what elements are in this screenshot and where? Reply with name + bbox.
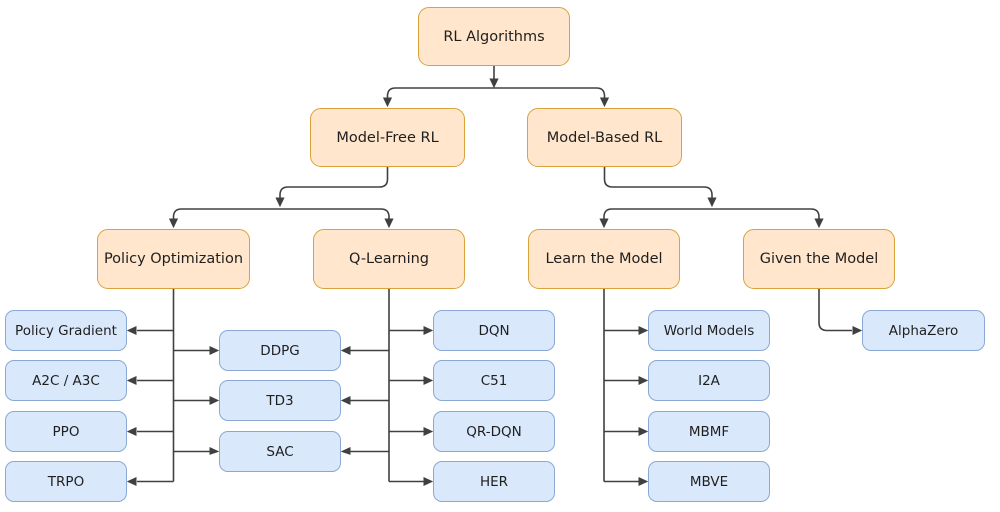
node-ppo: PPO	[5, 411, 127, 452]
node-ddpg: DDPG	[219, 330, 341, 371]
node-sac: SAC	[219, 431, 341, 472]
node-world-models: World Models	[648, 310, 770, 351]
arrow-right-icon	[423, 427, 434, 436]
node-qr-dqn: QR-DQN	[433, 411, 555, 452]
node-rl-algorithms: RL Algorithms	[418, 7, 570, 66]
arrow-right-icon	[638, 376, 649, 385]
node-i2a: I2A	[648, 360, 770, 401]
arrow-left-icon	[340, 346, 351, 355]
connector-lines	[137, 66, 852, 483]
arrow-left-icon	[126, 326, 137, 335]
arrow-right-icon	[638, 477, 649, 486]
node-alphazero: AlphaZero	[862, 310, 985, 351]
node-her: HER	[433, 461, 555, 502]
node-learn-the-model: Learn the Model	[528, 229, 680, 289]
arrow-right-icon	[638, 326, 649, 335]
arrow-left-icon	[340, 447, 351, 455]
arrow-left-icon	[126, 427, 137, 436]
arrow-left-icon	[126, 477, 137, 486]
node-q-learning: Q-Learning	[313, 229, 465, 289]
node-a2c-a3c: A2C / A3C	[5, 360, 127, 401]
arrowheads	[126, 78, 863, 486]
connector-mf-stem	[279, 167, 389, 198]
node-model-free-rl: Model-Free RL	[310, 108, 465, 167]
arrow-right-icon	[423, 376, 434, 385]
node-mbmf: MBMF	[648, 411, 770, 452]
connector-gm-elbow	[818, 289, 852, 332]
arrow-right-icon	[423, 326, 434, 335]
node-c51: C51	[433, 360, 555, 401]
connector-bracket-mf	[172, 208, 390, 219]
arrow-down-icon	[275, 197, 285, 208]
arrow-down-icon	[382, 97, 393, 108]
arrow-down-icon	[599, 218, 609, 229]
arrow-right-icon	[209, 396, 220, 405]
arrow-down-icon	[489, 78, 499, 89]
arrow-right-icon	[852, 326, 863, 335]
node-policy-gradient: Policy Gradient	[5, 310, 127, 351]
node-given-the-model: Given the Model	[743, 229, 895, 289]
arrow-left-icon	[126, 376, 137, 385]
node-mbve: MBVE	[648, 461, 770, 502]
connector-bracket-mb	[603, 208, 820, 219]
connector-bracket-top	[386, 87, 606, 98]
arrow-down-icon	[384, 218, 394, 229]
node-trpo: TRPO	[5, 461, 127, 502]
node-dqn: DQN	[433, 310, 555, 351]
arrow-right-icon	[209, 346, 220, 355]
arrow-down-icon	[599, 97, 610, 108]
arrow-down-icon	[707, 197, 717, 208]
arrow-right-icon	[638, 427, 649, 436]
arrow-down-icon	[168, 218, 179, 229]
node-model-based-rl: Model-Based RL	[527, 108, 682, 167]
arrow-left-icon	[340, 396, 351, 405]
arrow-down-icon	[814, 218, 824, 229]
arrow-right-icon	[209, 447, 220, 455]
node-policy-optimization: Policy Optimization	[97, 229, 250, 289]
arrow-right-icon	[423, 477, 434, 486]
connector-mb-stem	[603, 167, 713, 198]
node-td3: TD3	[219, 380, 341, 421]
